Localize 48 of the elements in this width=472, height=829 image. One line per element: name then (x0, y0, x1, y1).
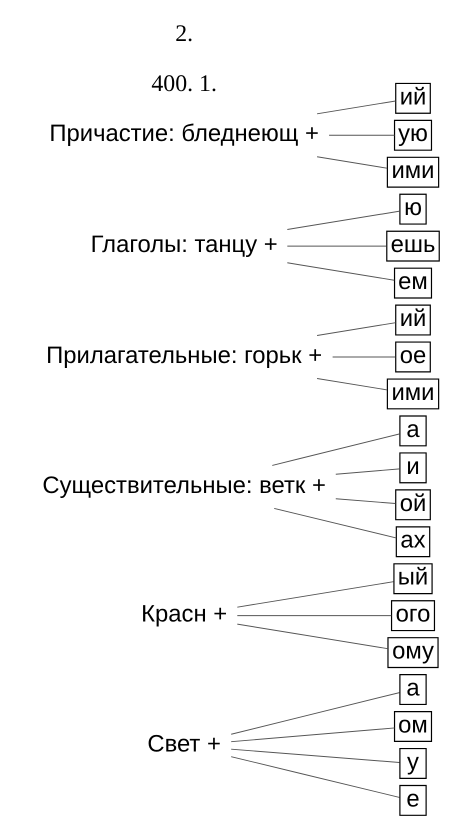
node-box: ю (399, 194, 427, 225)
label: 400. 1. (151, 71, 217, 98)
connector (230, 756, 400, 798)
node-box: у (399, 748, 427, 779)
connector (328, 134, 395, 136)
connector (316, 378, 388, 390)
node-box: ах (396, 526, 430, 558)
connector (272, 433, 400, 466)
node-text: Причастие: бледнеющ + (49, 120, 319, 148)
node-text: Глаголы: танцу + (90, 231, 278, 258)
node-text: Прилагательные: горьк + (46, 342, 322, 369)
connector (332, 356, 396, 358)
node-box: ем (394, 268, 432, 299)
connector (335, 498, 396, 504)
connector (236, 624, 388, 650)
connector (316, 156, 388, 169)
node-text: Существительные: ветк + (42, 472, 326, 499)
node-box: ое (395, 341, 431, 372)
label: 2. (175, 21, 194, 48)
connector (230, 748, 400, 763)
node-box: ый (393, 563, 433, 594)
connector (236, 581, 394, 608)
node-box: ом (394, 711, 432, 742)
connector (286, 262, 395, 281)
node-box: ешь (386, 230, 440, 262)
node-box: ий (395, 82, 431, 114)
connector (286, 210, 400, 230)
node-box: а (399, 674, 427, 706)
node-box: и (399, 452, 427, 484)
node-box: ую (394, 120, 432, 151)
connector (316, 100, 396, 114)
connector (274, 508, 397, 538)
connector (230, 692, 400, 735)
node-box: а (399, 415, 427, 446)
node-box: ой (395, 489, 431, 520)
node-box: е (399, 784, 427, 816)
connector (230, 727, 395, 742)
connector (236, 615, 392, 616)
node-box: ого (390, 600, 436, 632)
connector (286, 246, 387, 247)
connector (316, 322, 396, 336)
connector (335, 468, 400, 475)
node-text: Красн + (141, 600, 228, 628)
node-box: ими (386, 378, 440, 410)
node-text: Свет + (147, 730, 221, 758)
node-box: ий (395, 304, 431, 336)
node-box: ими (386, 156, 440, 188)
node-box: ому (387, 637, 439, 668)
